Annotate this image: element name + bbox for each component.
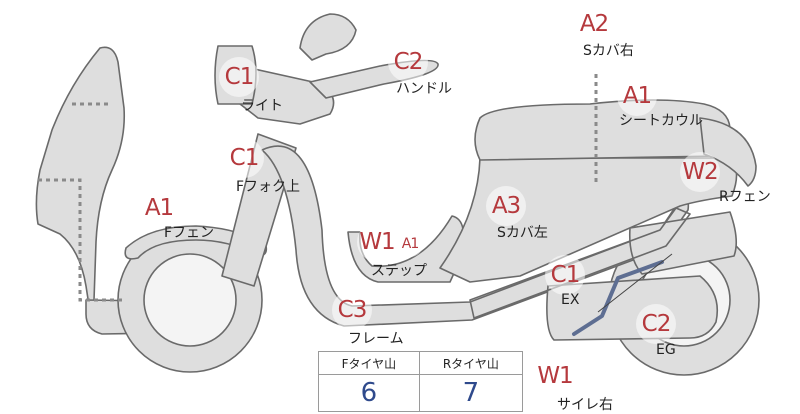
- callout-code-frame: C3: [332, 290, 372, 330]
- callout-code-step-secondary: A1: [397, 231, 423, 257]
- callout-label-seat-cowl: シートカウル: [619, 110, 703, 130]
- callout-code-engine: C2: [636, 304, 676, 344]
- callout-label-light: ライト: [241, 95, 283, 115]
- callout-code-rear-fender: W2: [680, 152, 720, 192]
- tire-tread-table: Fタイヤ山 Rタイヤ山 6 7: [318, 351, 523, 412]
- tire-table-value-row: 6 7: [319, 375, 523, 412]
- seat: [475, 100, 730, 160]
- callout-code-side-cover-right: A2: [574, 4, 614, 44]
- callout-code-step: W1: [357, 222, 397, 262]
- callout-code-front-fork: C1: [224, 138, 264, 178]
- rear-tire-value: 7: [419, 375, 522, 412]
- callout-code-exhaust: C1: [545, 255, 585, 295]
- callout-label-step: ステップ: [371, 260, 427, 280]
- callout-label-side-cover-right: Sカバ右: [583, 40, 634, 60]
- callout-label-front-fork: Fフォク上: [236, 176, 300, 196]
- callout-label-frame: フレーム: [348, 328, 404, 348]
- callout-code-handle: C2: [388, 42, 428, 82]
- mirror: [300, 14, 356, 60]
- callout-label-engine: EG: [656, 342, 676, 358]
- front-wheel-hub: [144, 254, 236, 346]
- callout-code-light: C1: [219, 57, 259, 97]
- callout-label-side-cover-left: Sカバ左: [497, 222, 548, 242]
- tire-table-header-row: Fタイヤ山 Rタイヤ山: [319, 352, 523, 375]
- callout-label-exhaust: EX: [561, 292, 579, 308]
- callout-label-front-fender: Fフェン: [164, 222, 214, 242]
- callout-code-muffler-right: W1: [535, 356, 575, 396]
- callout-label-muffler-right: サイレ右: [557, 394, 613, 414]
- front-tire-header: Fタイヤ山: [319, 352, 420, 375]
- front-tire-value: 6: [319, 375, 420, 412]
- callout-code-side-cover-left: A3: [486, 186, 526, 226]
- callout-label-rear-fender: Rフェン: [719, 186, 771, 206]
- rear-tire-header: Rタイヤ山: [419, 352, 522, 375]
- callout-label-handle: ハンドル: [396, 78, 452, 98]
